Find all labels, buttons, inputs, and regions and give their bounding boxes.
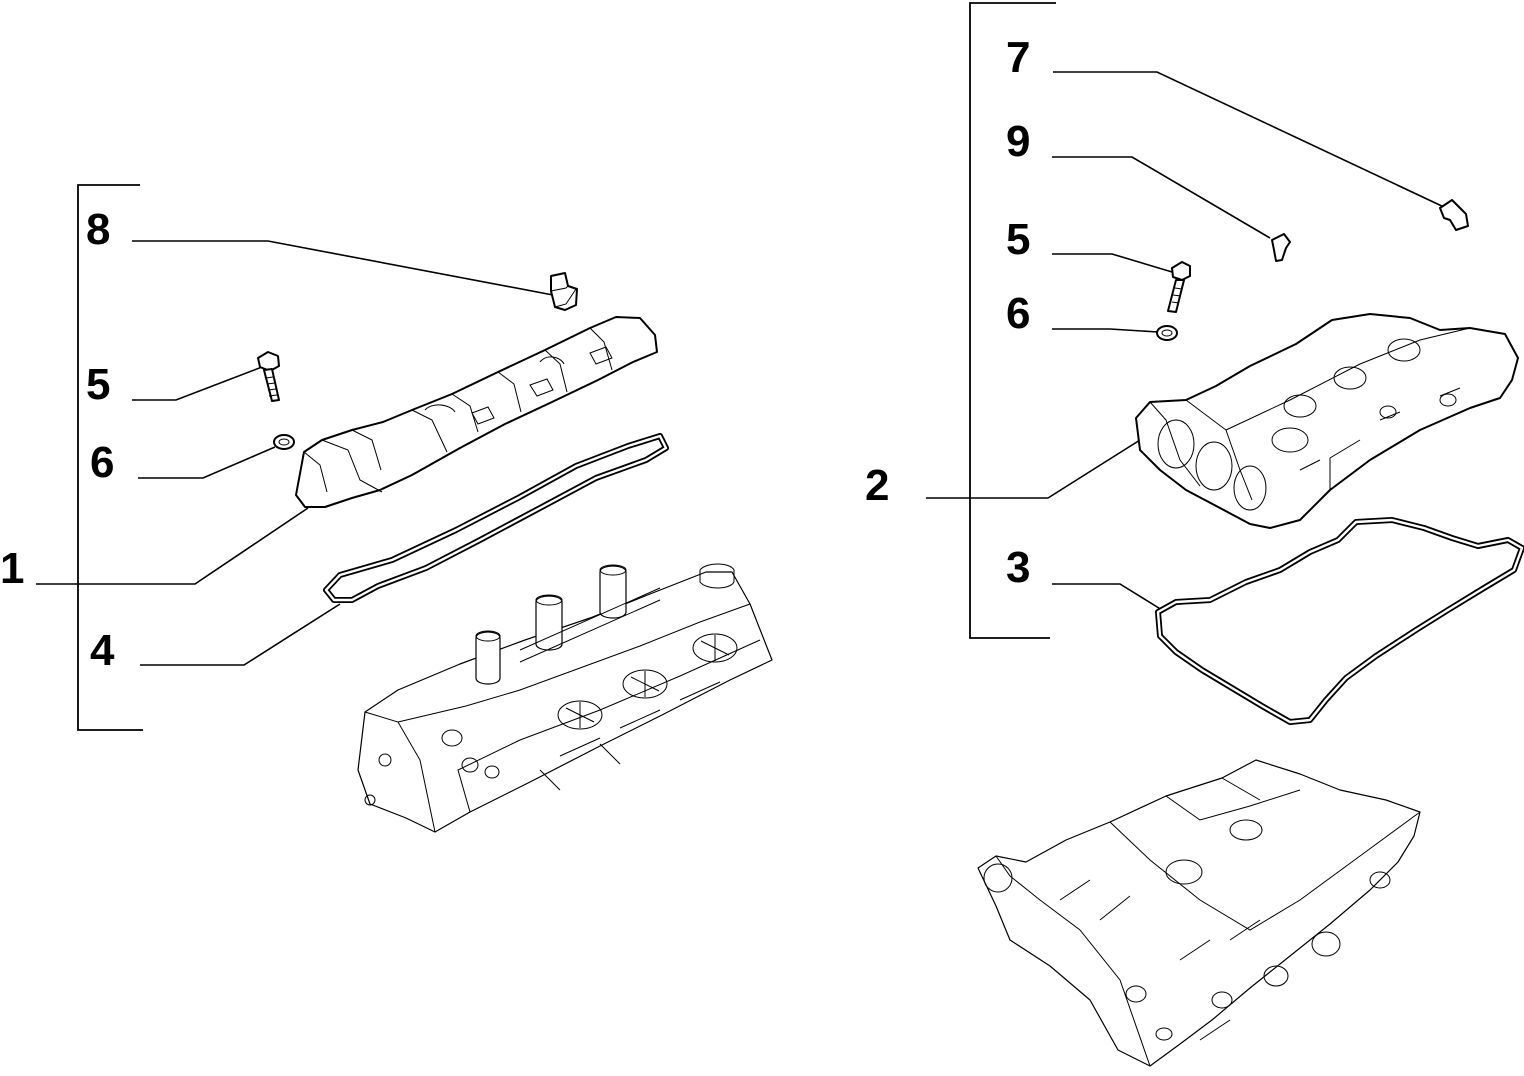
valve-cover-part-left — [295, 316, 658, 508]
leader-line-left-4 — [140, 603, 341, 666]
callout-number-left-4: 4 — [90, 626, 115, 675]
leader-line-right-3 — [1052, 583, 1163, 611]
cylinder-head-right — [977, 759, 1421, 1067]
leader-line-right-2 — [926, 439, 1141, 499]
washer-part-right — [1156, 325, 1178, 341]
callout-number-right-7: 7 — [1006, 33, 1031, 82]
gasket-part-right — [1155, 517, 1524, 725]
callout-number-right-2: 2 — [865, 461, 890, 510]
bolt-part-left — [257, 351, 280, 402]
leader-line-left-1 — [36, 507, 309, 585]
leader-line-left-6 — [138, 446, 276, 479]
callout-number-right-6: 6 — [1006, 289, 1031, 338]
callout-number-right-5: 5 — [1006, 215, 1031, 264]
callout-number-left-1: 1 — [0, 544, 25, 593]
gasket-part-left — [323, 433, 669, 603]
elbow-fitting-part — [1439, 199, 1469, 231]
leader-line-right-5 — [1052, 253, 1173, 273]
left-group-bracket — [77, 184, 143, 731]
bolt-part-right — [1167, 261, 1191, 313]
breather-fitting-part — [550, 272, 578, 311]
valve-cover-part-right — [1135, 313, 1519, 529]
right-group-bracket — [969, 2, 1056, 639]
washer-part-left — [273, 434, 295, 450]
callout-number-right-3: 3 — [1006, 543, 1031, 592]
callout-number-left-5: 5 — [86, 360, 111, 409]
callout-number-left-6: 6 — [90, 438, 115, 487]
leader-line-left-8 — [132, 240, 554, 296]
leader-line-right-6 — [1052, 328, 1159, 333]
callout-number-left-8: 8 — [86, 205, 111, 254]
cylinder-head-left — [357, 563, 773, 833]
leader-line-right-9 — [1052, 156, 1271, 239]
stud-part — [1271, 233, 1291, 262]
leader-line-left-5 — [132, 366, 263, 401]
leader-line-right-7 — [1053, 71, 1447, 209]
callout-number-right-9: 9 — [1006, 117, 1031, 166]
